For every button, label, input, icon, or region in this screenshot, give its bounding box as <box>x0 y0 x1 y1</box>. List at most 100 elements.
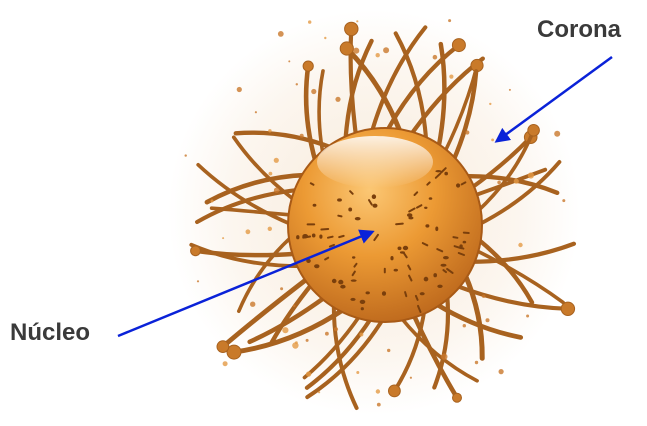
surface-dot <box>408 216 413 219</box>
speck <box>300 134 304 138</box>
speck <box>318 391 320 393</box>
surface-dot <box>437 285 442 288</box>
surface-dash <box>339 236 344 237</box>
speck <box>296 83 298 85</box>
speck <box>441 354 447 360</box>
surface-dot <box>361 307 364 310</box>
surface-dot <box>296 235 299 239</box>
speck <box>197 280 199 282</box>
surface-dot <box>360 300 366 304</box>
speck <box>353 48 359 54</box>
surface-dash <box>311 183 314 185</box>
corona-strand-tip <box>191 246 201 256</box>
speck <box>288 60 290 62</box>
corona-strand-tip <box>453 393 462 402</box>
speck <box>463 324 466 327</box>
core-shine <box>317 136 433 188</box>
speck <box>433 55 438 60</box>
speck <box>465 130 469 134</box>
surface-dot <box>372 194 376 199</box>
speck <box>268 227 272 231</box>
speck <box>278 31 284 37</box>
surface-dash <box>405 292 406 296</box>
surface-dot <box>425 224 429 227</box>
surface-dot <box>398 247 402 251</box>
speck <box>528 172 534 178</box>
surface-dash <box>328 237 333 238</box>
speck <box>376 389 380 393</box>
corona-strand-tip <box>389 385 401 397</box>
speck <box>306 339 309 342</box>
surface-dot <box>420 292 425 295</box>
surface-dot <box>340 285 345 289</box>
surface-dot <box>424 277 429 282</box>
surface-dot <box>433 273 437 277</box>
surface-dot <box>352 256 355 258</box>
speck <box>497 181 501 185</box>
speck <box>237 87 242 92</box>
surface-dot <box>463 241 467 244</box>
surface-dot <box>366 291 370 294</box>
speck <box>308 20 311 23</box>
speck <box>268 129 271 132</box>
speck <box>292 342 298 348</box>
speck <box>554 131 560 137</box>
speck <box>185 154 187 156</box>
surface-dot <box>444 172 448 176</box>
surface-dot <box>338 280 343 285</box>
speck <box>324 37 326 39</box>
surface-dot <box>429 197 433 200</box>
surface-dash <box>338 216 341 217</box>
surface-dash <box>321 229 328 230</box>
speck <box>325 332 329 336</box>
speck <box>359 333 363 337</box>
corona-strand-tip <box>217 341 229 353</box>
speck <box>449 75 453 79</box>
speck <box>518 243 522 247</box>
corona-strand-tip <box>345 22 358 35</box>
speck <box>306 371 311 376</box>
surface-dot <box>373 204 378 208</box>
speck <box>526 315 529 318</box>
speck <box>376 53 380 57</box>
speck <box>282 327 288 333</box>
speck <box>387 349 390 352</box>
speck <box>335 97 340 102</box>
speck <box>269 172 273 176</box>
speck <box>222 237 224 239</box>
speck <box>486 318 490 322</box>
corona-label: Corona <box>537 18 621 42</box>
speck <box>356 20 358 22</box>
surface-dot <box>312 234 316 238</box>
speck <box>499 369 504 374</box>
corona-strand-tip <box>303 61 313 71</box>
speck <box>482 295 485 298</box>
surface-dot <box>348 208 352 212</box>
speck <box>562 199 565 202</box>
surface-dot <box>351 279 357 281</box>
surface-dot <box>390 256 393 260</box>
surface-dot <box>382 291 386 296</box>
corona-strand-tip <box>340 42 353 55</box>
surface-dash <box>396 224 403 225</box>
speck <box>377 403 381 407</box>
speck <box>250 302 255 307</box>
speck <box>334 327 338 331</box>
surface-dash <box>453 237 457 238</box>
surface-dot <box>424 207 427 209</box>
speck <box>221 348 223 350</box>
surface-dot <box>355 217 361 220</box>
speck <box>274 188 279 193</box>
surface-dot <box>435 227 438 232</box>
speck <box>223 361 228 366</box>
speck <box>211 200 214 203</box>
speck <box>383 47 389 53</box>
surface-dot <box>314 264 319 268</box>
corona-strand-tip <box>452 39 465 52</box>
surface-dot <box>407 213 412 217</box>
speck <box>475 361 478 364</box>
speck <box>246 229 251 234</box>
surface-dot <box>394 269 398 272</box>
speck <box>410 377 412 379</box>
